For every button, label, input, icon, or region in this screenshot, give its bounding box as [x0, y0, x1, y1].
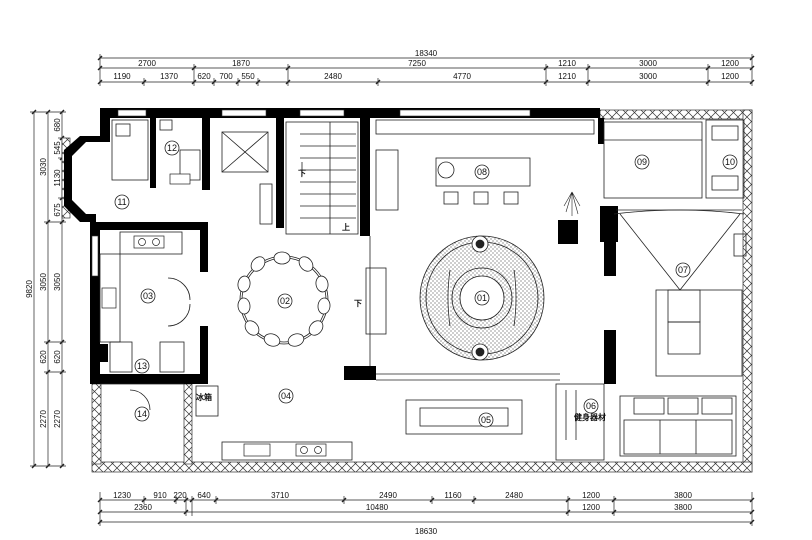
dim-top-b6: 2480 — [324, 72, 342, 81]
dim-bot-b2: 10480 — [366, 503, 389, 512]
dim-top-b4: 700 — [219, 72, 233, 81]
dim-top-5: 3000 — [639, 59, 657, 68]
windows — [91, 109, 531, 277]
dim-bot-3: 220 — [173, 491, 187, 500]
dim-left-3: 620 — [39, 350, 48, 364]
room-number-labels: 01 02 03 04 05 06 07 08 09 10 11 12 13 1… — [117, 143, 735, 425]
dining-chairs — [237, 251, 331, 347]
room-13-label: 13 — [137, 361, 147, 371]
dim-top-4: 1210 — [558, 59, 576, 68]
dim-top-b9: 3000 — [639, 72, 657, 81]
dim-bot-b1: 2360 — [134, 503, 152, 512]
dim-top-b7: 4770 — [453, 72, 471, 81]
room-05-label: 05 — [481, 415, 491, 425]
dim-top-1: 2700 — [138, 59, 156, 68]
dim-bot-4: 640 — [197, 491, 211, 500]
fitness-equipment-label: 健身器材 — [574, 412, 606, 422]
dim-bot-9: 1200 — [582, 491, 600, 500]
dim-top-b5: 550 — [241, 72, 255, 81]
dim-left-b2: 545 — [53, 141, 62, 155]
dim-bot-6: 2490 — [379, 491, 397, 500]
bottom-dimensions — [97, 492, 755, 526]
room-12-label: 12 — [167, 143, 177, 153]
room-06-label: 06 — [586, 401, 596, 411]
room-04-label: 04 — [281, 391, 291, 401]
room-01-label: 01 — [477, 293, 487, 303]
bar-stools — [437, 161, 519, 205]
dim-top-3: 7250 — [408, 59, 426, 68]
stairs-up-label: 上 — [342, 222, 350, 232]
room-14-label: 14 — [137, 409, 147, 419]
left-dimensions — [30, 109, 66, 469]
dim-top-total: 18340 — [415, 49, 438, 58]
room-09-label: 09 — [637, 157, 647, 167]
dim-left-b6: 620 — [53, 350, 62, 364]
dim-top-6: 1200 — [721, 59, 739, 68]
dim-left-b4: 675 — [53, 203, 62, 217]
dim-left-b3: 1130 — [53, 169, 62, 187]
top-dimensions — [97, 54, 755, 86]
dim-bot-7: 1160 — [444, 491, 462, 500]
dim-bot-10: 3800 — [674, 491, 692, 500]
stairs-down-label: 下 — [354, 299, 362, 308]
dim-bot-1: 1230 — [113, 491, 131, 500]
dim-left-2: 3050 — [39, 273, 48, 291]
dim-bot-b3: 1200 — [582, 503, 600, 512]
dim-bot-b4: 3800 — [674, 503, 692, 512]
room-02-label: 02 — [280, 296, 290, 306]
room-11-label: 11 — [117, 197, 126, 207]
kitchen-fixtures — [101, 173, 327, 457]
dim-top-b2: 1370 — [160, 72, 178, 81]
dim-left-b1: 680 — [53, 118, 62, 132]
room-10-label: 10 — [725, 157, 735, 167]
dim-bot-total: 18630 — [415, 527, 438, 536]
dim-left-4: 2270 — [39, 410, 48, 428]
room-08-label: 08 — [477, 167, 487, 177]
fridge-label: 冰箱 — [196, 392, 212, 402]
dim-top-b1: 1190 — [113, 72, 131, 81]
stairs-down-label-2: 下 — [298, 169, 306, 178]
interior-lines — [99, 119, 747, 461]
dim-bot-5: 3710 — [271, 491, 289, 500]
dim-left-1: 3030 — [39, 158, 48, 176]
dim-bot-8: 2480 — [505, 491, 523, 500]
dim-left-b5: 3050 — [53, 273, 62, 291]
room-03-label: 03 — [143, 291, 153, 301]
dim-bot-2: 910 — [153, 491, 167, 500]
room-markers — [114, 140, 738, 428]
walls — [64, 108, 618, 384]
plant-icon — [563, 191, 581, 216]
dim-top-b10: 1200 — [721, 72, 739, 81]
dim-top-2: 1870 — [232, 59, 250, 68]
dim-left-b7: 2270 — [53, 410, 62, 428]
room-07-label: 07 — [678, 265, 688, 275]
dim-left-total: 9820 — [25, 280, 34, 298]
dim-top-b8: 1210 — [558, 72, 576, 81]
dim-top-b3: 620 — [197, 72, 211, 81]
